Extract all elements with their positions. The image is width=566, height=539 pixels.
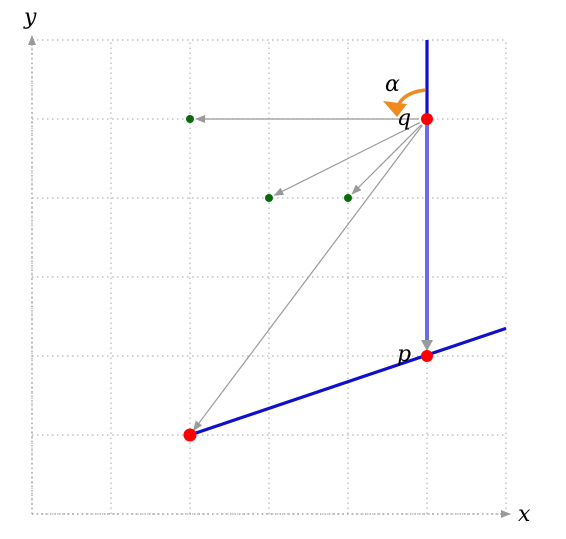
- point-label-p: p: [397, 342, 411, 367]
- angle-marker: α: [383, 72, 426, 117]
- y-axis-label: y: [23, 5, 37, 30]
- green-point: [265, 194, 273, 202]
- grid: [31, 39, 507, 515]
- point-label-q: q: [397, 106, 411, 131]
- slanted-blue-line: [189, 326, 507, 437]
- vector-arrows: [193, 115, 431, 432]
- green-point: [186, 115, 194, 123]
- point-labels: q p: [397, 106, 411, 367]
- angle-arrowhead: [383, 101, 407, 117]
- angle-label-alpha: α: [385, 72, 400, 97]
- x-axis-label: x: [518, 502, 531, 527]
- arrowhead-at-p: [421, 340, 433, 351]
- vector-arrow: [193, 125, 423, 432]
- point-q: [421, 113, 433, 125]
- blue-lines: [189, 40, 507, 437]
- point-p: [421, 350, 433, 362]
- vector-arrow: [351, 124, 422, 195]
- points: [183, 113, 433, 442]
- axes: x y: [23, 5, 531, 527]
- green-point: [344, 194, 352, 202]
- vector-arrow: [273, 122, 421, 196]
- point-r: [183, 428, 197, 442]
